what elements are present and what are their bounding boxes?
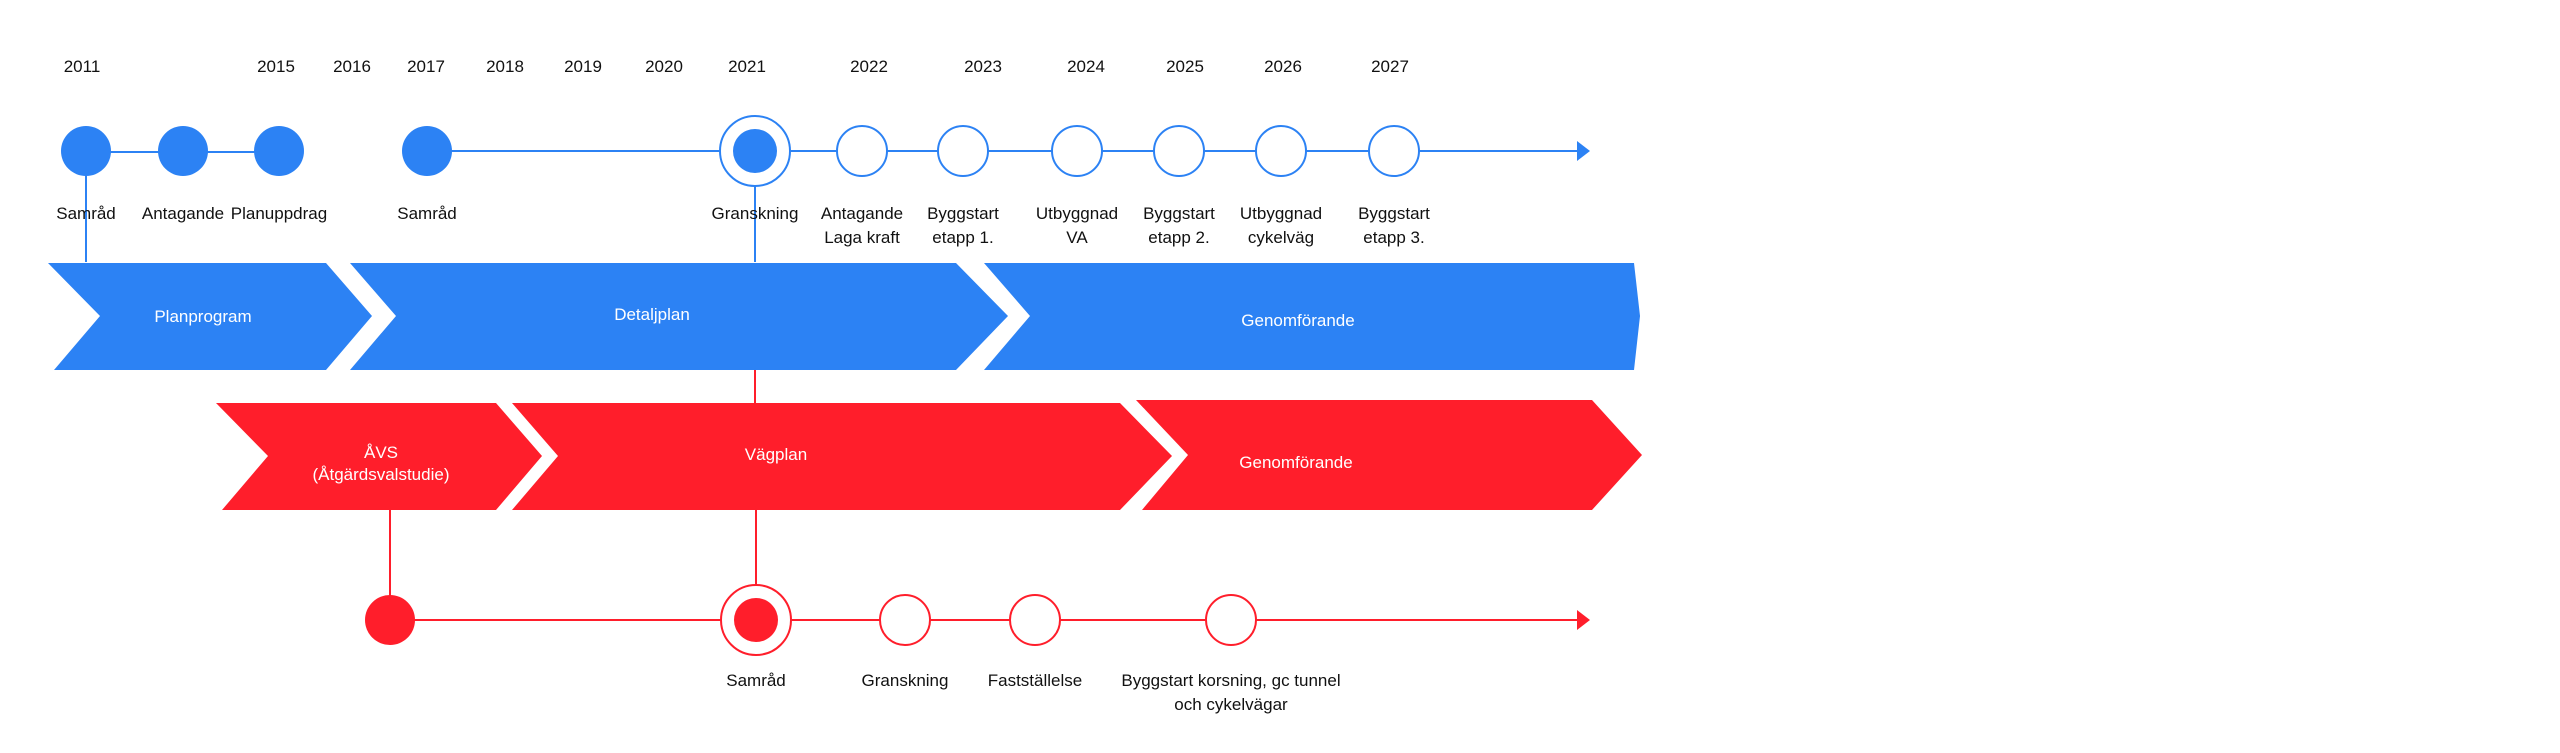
phase-label: Detaljplan bbox=[614, 305, 690, 324]
year-label: 2017 bbox=[407, 57, 445, 76]
milestone-open-marker bbox=[1009, 594, 1061, 646]
milestone-label: Granskning bbox=[862, 671, 949, 690]
milestone-filled-marker bbox=[158, 126, 208, 176]
milestone-label: cykelväg bbox=[1248, 228, 1314, 247]
year-axis: 2011 2015 2016 2017 2018 2019 2020 2021 … bbox=[64, 57, 1409, 76]
phase-chevron-genomforande-road bbox=[1136, 400, 1642, 510]
plan-track-arrowhead bbox=[1577, 141, 1590, 161]
phase-label: Vägplan bbox=[745, 445, 807, 464]
year-label: 2025 bbox=[1166, 57, 1204, 76]
year-label: 2023 bbox=[964, 57, 1002, 76]
plan-milestone: Utbyggnad cykelväg bbox=[1240, 125, 1322, 247]
phase-label: Genomförande bbox=[1241, 311, 1354, 330]
year-label: 2024 bbox=[1067, 57, 1105, 76]
plan-milestone: Byggstart etapp 3. bbox=[1358, 125, 1430, 247]
plan-milestone: Samråd bbox=[397, 126, 457, 223]
plan-milestone: Byggstart etapp 1. bbox=[927, 125, 999, 247]
phase-chevron-vagplan bbox=[512, 403, 1172, 510]
milestone-label: Utbyggnad bbox=[1240, 204, 1322, 223]
road-phases: ÅVS (Åtgärdsvalstudie) Vägplan Genomföra… bbox=[216, 400, 1642, 510]
phase-label: (Åtgärdsvalstudie) bbox=[312, 465, 449, 484]
phase-label: Genomförande bbox=[1239, 453, 1352, 472]
milestone-label: Byggstart bbox=[927, 204, 999, 223]
plan-milestone: Antagande bbox=[142, 126, 224, 223]
milestone-label: Samråd bbox=[726, 671, 786, 690]
phase-label: ÅVS bbox=[364, 443, 398, 462]
plan-milestone: Granskning bbox=[712, 115, 799, 223]
year-label: 2016 bbox=[333, 57, 371, 76]
road-milestone: Byggstart korsning, gc tunnel och cykelvä… bbox=[1121, 594, 1341, 714]
milestone-current-marker bbox=[733, 129, 777, 173]
year-label: 2020 bbox=[645, 57, 683, 76]
phase-chevron-genomforande bbox=[984, 263, 1640, 370]
phase-chevron-planprogram bbox=[48, 263, 372, 370]
milestone-label: etapp 1. bbox=[932, 228, 993, 247]
milestone-open-marker bbox=[1153, 125, 1205, 177]
road-milestones: Samråd Granskning Fastställelse Byggstart k… bbox=[365, 584, 1341, 714]
milestone-label: och cykelvägar bbox=[1174, 695, 1288, 714]
year-label: 2021 bbox=[728, 57, 766, 76]
year-label: 2019 bbox=[564, 57, 602, 76]
milestone-open-marker bbox=[879, 594, 931, 646]
year-label: 2011 bbox=[64, 57, 101, 76]
plan-milestones: Samråd Antagande Planuppdrag Samråd Granskni… bbox=[56, 115, 1430, 247]
milestone-open-marker bbox=[1255, 125, 1307, 177]
milestone-label: Byggstart bbox=[1358, 204, 1430, 223]
milestone-open-marker bbox=[937, 125, 989, 177]
road-milestone: Granskning bbox=[862, 594, 949, 690]
year-label: 2026 bbox=[1264, 57, 1302, 76]
plan-milestone: Planuppdrag bbox=[231, 126, 327, 223]
milestone-label: Laga kraft bbox=[824, 228, 900, 247]
milestone-label: etapp 3. bbox=[1363, 228, 1424, 247]
year-label: 2022 bbox=[850, 57, 888, 76]
milestone-filled-marker bbox=[254, 126, 304, 176]
milestone-label: Planuppdrag bbox=[231, 204, 327, 223]
phase-chevron-detaljplan bbox=[350, 263, 1008, 370]
milestone-open-marker bbox=[836, 125, 888, 177]
plan-milestone: Byggstart etapp 2. bbox=[1143, 125, 1215, 247]
milestone-label: Granskning bbox=[712, 204, 799, 223]
road-milestone: Samråd bbox=[720, 584, 792, 690]
milestone-label: Utbyggnad bbox=[1036, 204, 1118, 223]
phase-chevron-avs bbox=[216, 403, 542, 510]
milestone-label: Antagande bbox=[142, 204, 224, 223]
milestone-current-marker bbox=[734, 598, 778, 642]
year-label: 2027 bbox=[1371, 57, 1409, 76]
milestone-open-marker bbox=[1051, 125, 1103, 177]
milestone-open-marker bbox=[1205, 594, 1257, 646]
milestone-filled-marker bbox=[402, 126, 452, 176]
road-track-arrowhead bbox=[1577, 610, 1590, 630]
milestone-label: etapp 2. bbox=[1148, 228, 1209, 247]
milestone-filled-marker bbox=[365, 595, 415, 645]
milestone-label: VA bbox=[1066, 228, 1088, 247]
milestone-open-marker bbox=[1368, 125, 1420, 177]
phase-chevron-genomforande-tip bbox=[1596, 263, 1640, 370]
plan-milestone: Samråd bbox=[56, 126, 116, 223]
milestone-label: Byggstart bbox=[1143, 204, 1215, 223]
road-milestone bbox=[365, 595, 415, 645]
milestone-label: Samråd bbox=[397, 204, 457, 223]
phase-label: Planprogram bbox=[154, 307, 251, 326]
milestone-filled-marker bbox=[61, 126, 111, 176]
year-label: 2018 bbox=[486, 57, 524, 76]
plan-phases: Planprogram Detaljplan Genomförande bbox=[48, 263, 1640, 370]
milestone-label: Antagande bbox=[821, 204, 903, 223]
year-label: 2015 bbox=[257, 57, 295, 76]
road-milestone: Fastställelse bbox=[988, 594, 1082, 690]
milestone-label: Samråd bbox=[56, 204, 116, 223]
milestone-label: Byggstart korsning, gc tunnel bbox=[1121, 671, 1340, 690]
milestone-label: Fastställelse bbox=[988, 671, 1082, 690]
